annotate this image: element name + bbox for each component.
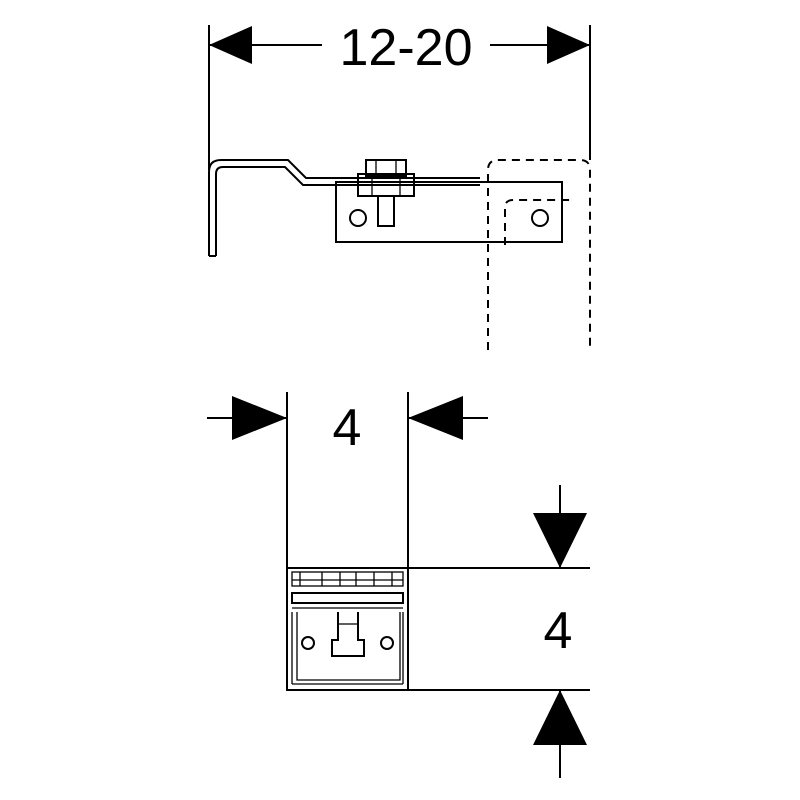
arrowhead-left xyxy=(232,396,287,440)
screw-head xyxy=(365,159,407,177)
arrowhead-right xyxy=(408,396,463,440)
dimension-bottom-width: 4 xyxy=(207,392,488,568)
bracket-top-view xyxy=(208,159,563,257)
arrowhead-bottom xyxy=(533,690,587,745)
dimension-label-bottom-height: 4 xyxy=(544,602,573,660)
mounting-plate xyxy=(335,181,563,243)
bracket-front-view xyxy=(286,567,409,691)
arrowhead-right xyxy=(547,26,590,64)
dimension-label-top: 12-20 xyxy=(340,19,473,77)
front-hole-right xyxy=(380,636,394,650)
front-hole-left xyxy=(301,636,315,650)
arrowhead-top xyxy=(533,513,587,568)
dimension-label-bottom-width: 4 xyxy=(333,399,362,457)
plate-hole-right xyxy=(531,209,549,227)
alternate-position-outline xyxy=(487,159,591,350)
plate-hole-left xyxy=(349,209,367,227)
dimension-top-width: 12-20 xyxy=(208,19,591,170)
inner-plate xyxy=(296,612,401,681)
strap-top-band xyxy=(291,571,404,587)
front-screw xyxy=(331,612,365,657)
bracket-strap-outer xyxy=(208,159,480,256)
arrowhead-left xyxy=(209,26,252,64)
dimension-bottom-height: 4 xyxy=(408,485,590,778)
bracket-strap-inner xyxy=(215,166,480,256)
bracket-body xyxy=(286,567,409,691)
clamp-bar xyxy=(291,592,404,604)
screw-shank xyxy=(377,195,395,227)
